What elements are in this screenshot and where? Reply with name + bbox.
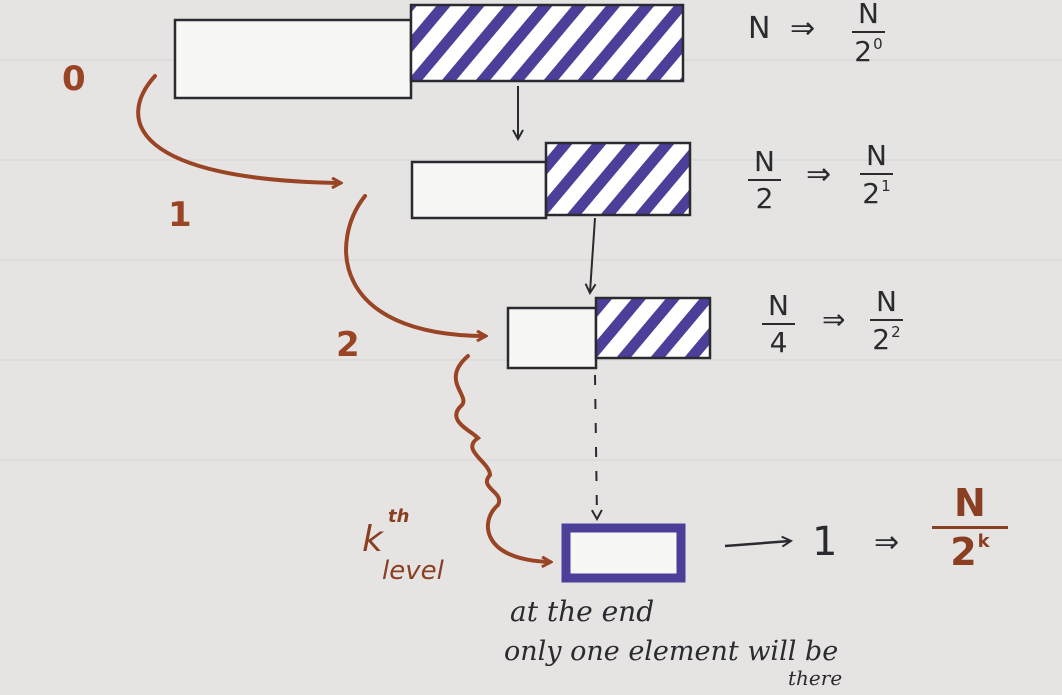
left-fraction-2-num: N [762,292,795,325]
expr-2-arrow: ⇒ [822,303,846,336]
fraction-2-exp: 2 [891,323,901,341]
fraction-level-2: N 22 [870,288,903,354]
fraction-2-den: 22 [872,323,901,356]
expr-0-arrow: ⇒ [790,11,816,46]
left-fraction-1-den: 2 [755,182,774,215]
fraction-1-exp: 1 [881,177,891,195]
fraction-final-exp: k [977,531,990,552]
paper-rules [0,59,1062,461]
fraction-1-num: N [860,142,893,175]
red-squiggle-arrow [453,354,550,562]
fraction-2-num: N [870,288,903,321]
array-level-2 [506,296,712,370]
fraction-final-num: N [932,484,1008,529]
level-label-1: 1 [168,195,192,235]
hatched-half-level-2 [594,296,712,360]
kth-level-th: th [388,506,410,527]
array-level-0 [173,3,685,100]
fraction-0-den: 20 [854,35,883,68]
kth-level-k: k [362,519,383,560]
final-element-box [561,523,686,583]
expr-1-arrow: ⇒ [806,157,832,192]
left-fraction-2-den: 4 [769,326,788,359]
fraction-1-den: 21 [862,177,891,210]
fraction-final-den: 2k [950,530,990,574]
fraction-0-num: N [852,0,885,33]
level-label-0: 0 [62,59,86,99]
note-line-3: there [788,666,843,690]
final-arrow: ⇒ [874,525,900,560]
kth-level-word: level [382,556,444,586]
hatched-half-level-1 [544,141,692,217]
fraction-final: N 2k [932,484,1008,571]
fraction-level-1: N 21 [860,142,893,208]
final-one: 1 [812,519,838,565]
array-level-1 [410,141,692,220]
red-curve-arrow-2 [344,194,485,336]
fraction-level-0: N 20 [852,0,885,66]
expr-0-left: N [748,11,771,46]
fraction-0-exp: 0 [873,35,883,53]
hatched-half-level-0 [409,3,685,83]
dashed-down-arrow [595,374,597,518]
note-line-2: only one element will be [504,636,839,667]
arrow-to-one [724,541,790,546]
down-arrow-1-2 [590,217,595,292]
red-curve-arrow-1 [136,74,340,183]
level-label-2: 2 [336,325,360,365]
note-line-1: at the end [510,595,655,628]
left-fraction-level-2: N 4 [762,292,795,357]
left-fraction-level-1: N 2 [748,148,781,213]
left-fraction-1-num: N [748,148,781,181]
